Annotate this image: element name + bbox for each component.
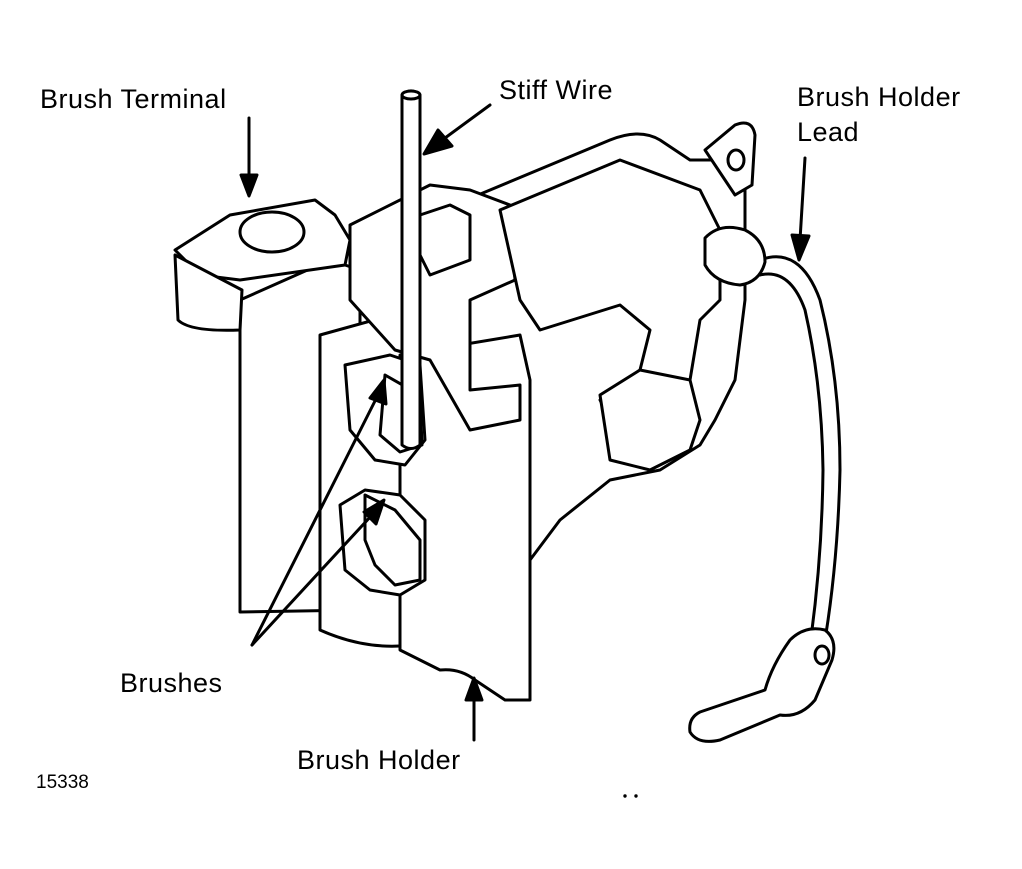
brush-terminal-label: Brush Terminal: [40, 84, 227, 114]
stiff-wire-arrow-line: [443, 103, 492, 140]
brushes-arrowhead-lower: [362, 498, 386, 526]
connector-rivet: [813, 644, 831, 666]
brush-holder-lead-label-line2: Lead: [797, 117, 860, 147]
terminal-stem: [173, 253, 244, 332]
holder-right-lobe: [598, 368, 702, 472]
stiff-wire-arrowhead: [422, 128, 454, 156]
brush-holder-lead-arrow-line: [798, 156, 807, 242]
brush-terminal-arrowhead: [239, 173, 259, 198]
rear-mount-hole: [726, 148, 746, 172]
lead-grommet: [703, 225, 767, 287]
speck: [623, 794, 627, 798]
brushes-label: Brushes: [120, 668, 223, 698]
figure-number: 15338: [36, 772, 89, 793]
brush-holder-arrowhead: [464, 676, 484, 702]
brush-holder-lead-label-line1: Brush Holder: [797, 82, 961, 112]
brush-holder-label: Brush Holder: [297, 745, 461, 775]
stiff-wire-label: Stiff Wire: [499, 75, 614, 105]
brushes-arrowhead-upper: [368, 378, 388, 406]
brushes-leader-upper: [250, 393, 380, 647]
stiff-wire-tip: [400, 89, 422, 101]
lead-wire: [758, 255, 842, 647]
terminal-hole: [238, 210, 306, 254]
speck: [634, 794, 638, 798]
brush-holder-lead-arrowhead: [790, 233, 811, 262]
stiff-wire-rod: [400, 89, 422, 450]
brush-holder-column: [398, 333, 532, 702]
brushes-leader-lower: [250, 513, 374, 647]
lead-connector: [688, 627, 836, 743]
